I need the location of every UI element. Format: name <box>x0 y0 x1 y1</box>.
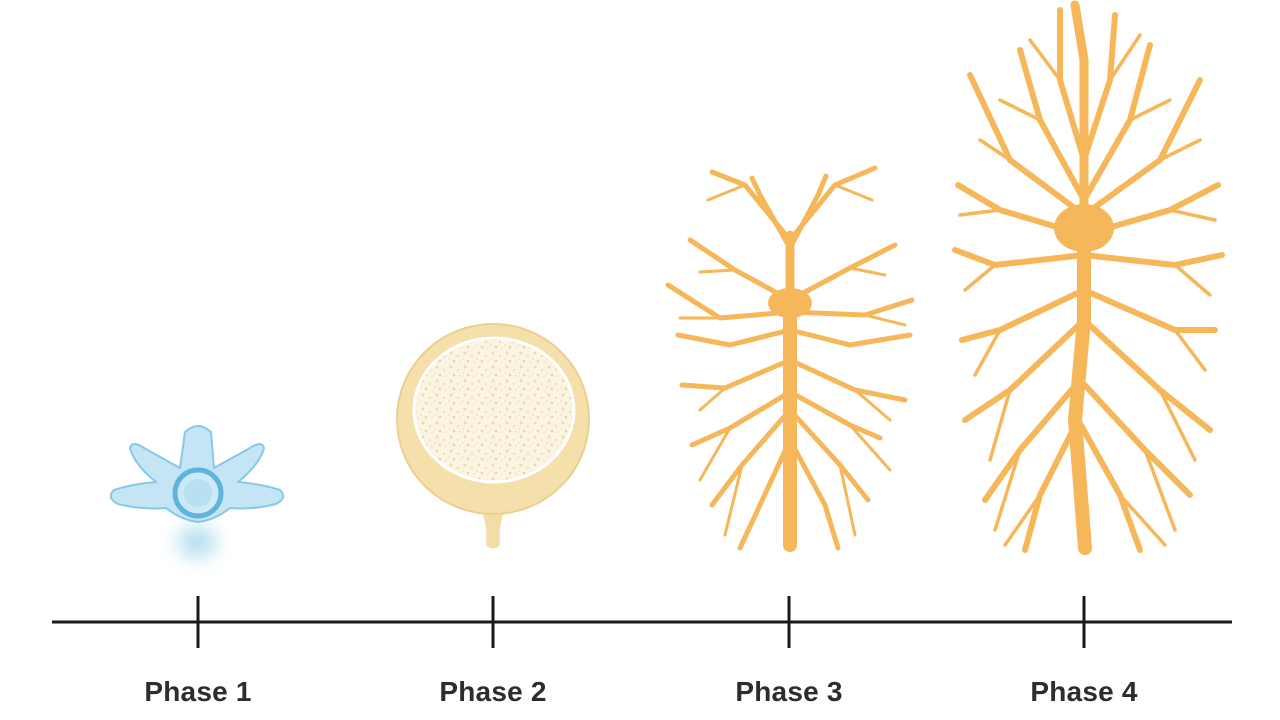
timeline <box>52 596 1232 648</box>
phase-1-label: Phase 1 <box>144 676 252 707</box>
branching-cell-icon <box>665 165 915 552</box>
vertebra-icon <box>109 425 285 568</box>
phase-3-label: Phase 3 <box>735 676 843 707</box>
bone-cross-section-icon <box>396 323 590 549</box>
phase-2-label: Phase 2 <box>439 676 547 707</box>
large-branching-cell-icon <box>952 0 1225 555</box>
phase-4-label: Phase 4 <box>1030 676 1138 707</box>
